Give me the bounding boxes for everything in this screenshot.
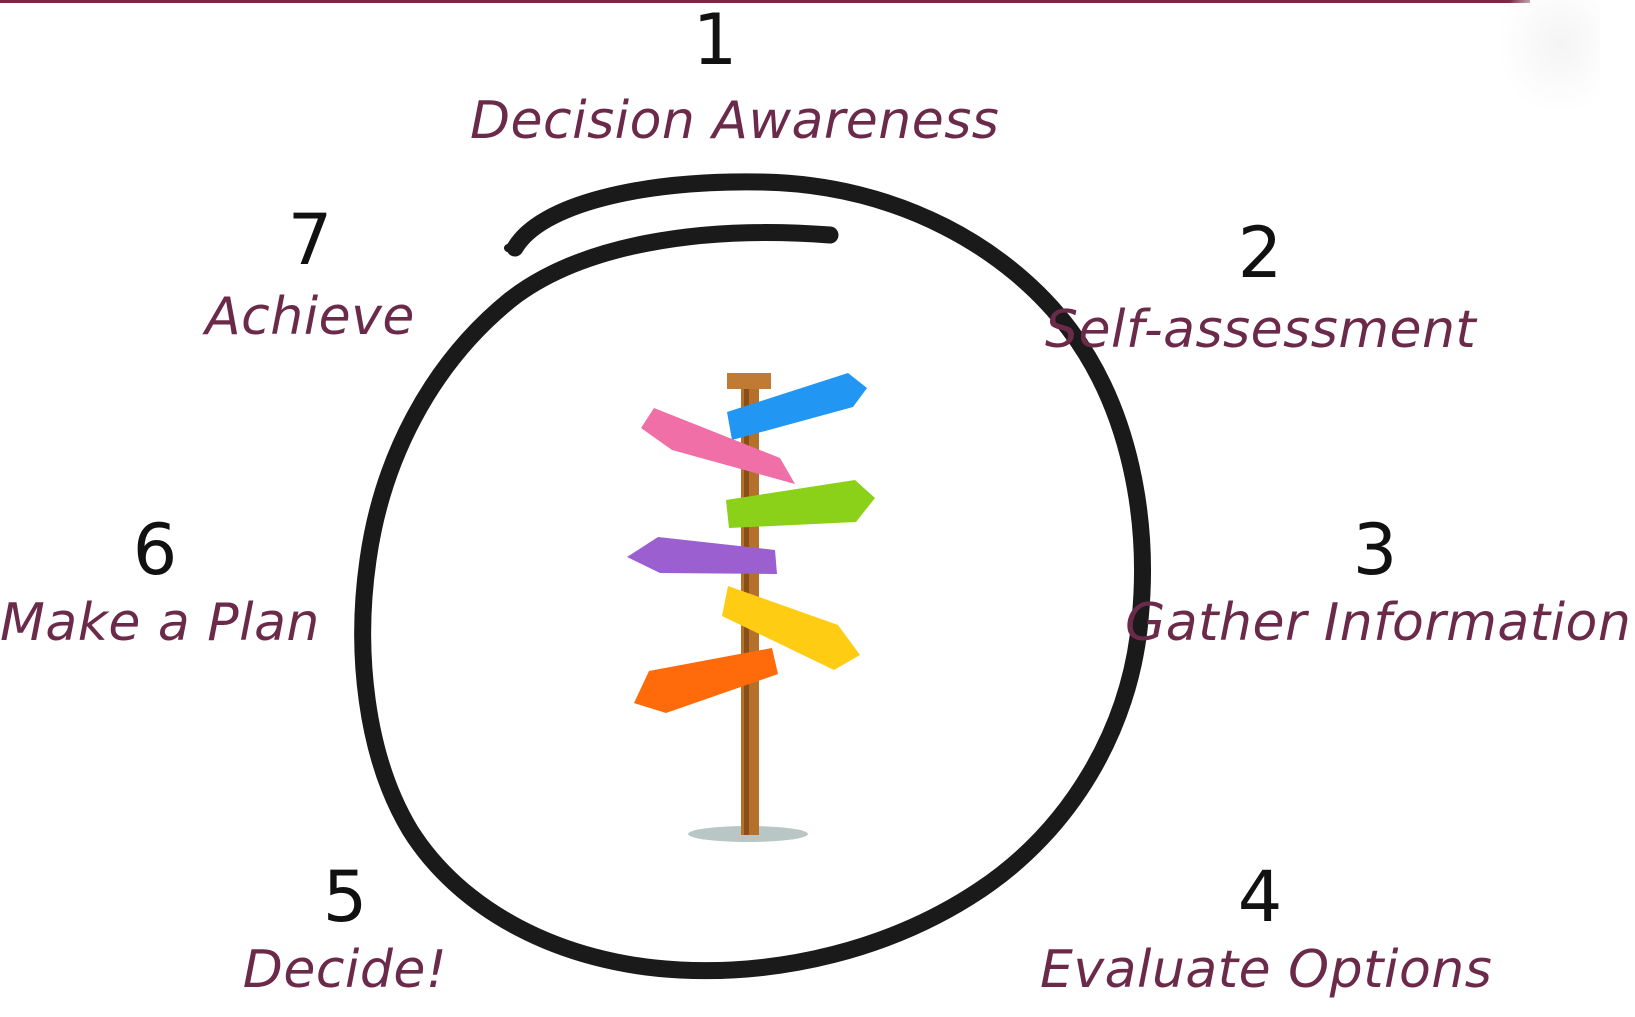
signpost-icon	[627, 373, 875, 842]
step-number: 4	[1237, 856, 1283, 938]
step-number: 3	[1352, 509, 1398, 591]
step-7: 7 Achieve	[200, 205, 420, 346]
step-6: 6 Make a Plan	[0, 509, 320, 653]
step-label: Decision Awareness	[470, 91, 1000, 151]
step-label: Self-assessment	[1045, 300, 1477, 360]
step-number: 7	[287, 199, 333, 281]
step-5: 5 Decide!	[230, 862, 460, 999]
corner-decoration	[1500, 0, 1600, 110]
step-3: 3 Gather Information	[1125, 509, 1632, 653]
step-number: 6	[132, 509, 178, 591]
top-rule	[0, 0, 1530, 3]
step-label: Make a Plan	[0, 593, 320, 653]
step-1: 1 Decision Awareness	[470, 0, 1000, 151]
step-number: 5	[322, 856, 368, 938]
step-label: Decide!	[242, 940, 448, 1000]
step-number: 2	[1237, 212, 1283, 294]
step-label: Gather Information	[1125, 593, 1632, 653]
step-2: 2 Self-assessment	[1045, 212, 1477, 360]
step-label: Evaluate Options	[1040, 940, 1493, 1000]
step-4: 4 Evaluate Options	[1040, 856, 1493, 1000]
hand-drawn-circle-icon	[354, 173, 1151, 980]
step-number: 1	[692, 0, 738, 81]
step-label: Achieve	[205, 287, 415, 347]
